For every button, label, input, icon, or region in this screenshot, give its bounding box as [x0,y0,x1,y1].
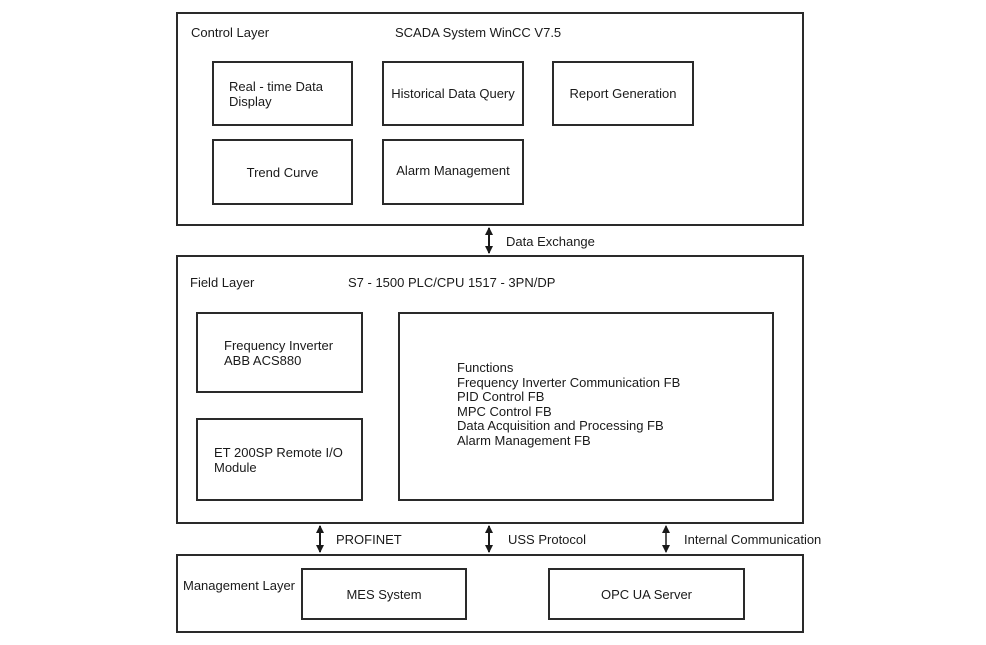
historical-data-query-box: Historical Data Query [382,61,524,126]
trend-curve-box: Trend Curve [212,139,353,205]
field-layer-title: S7 - 1500 PLC/CPU 1517 - 3PN/DP [348,275,556,290]
data-exchange-label: Data Exchange [506,234,595,249]
functions-list: Functions Frequency Inverter Communicati… [457,360,681,448]
internal-communication-label: Internal Communication [684,532,822,547]
uss-protocol-label: USS Protocol [508,532,587,547]
frequency-inverter-box: Frequency Inverter ABB ACS880 [196,312,363,393]
management-layer-label: Management Layer [183,578,296,593]
mes-system-box: MES System [301,568,467,620]
field-layer-label: Field Layer [190,275,255,290]
functions-box [398,312,774,501]
et200sp-module-box: ET 200SP Remote I/O Module [196,418,363,501]
control-layer-title: SCADA System WinCC V7.5 [395,25,562,40]
profinet-label: PROFINET [336,532,402,547]
opc-ua-server-box: OPC UA Server [548,568,745,620]
alarm-management-box: Alarm Management [382,139,524,205]
control-layer-label: Control Layer [191,25,270,40]
realtime-data-display-box: Real - time Data Display [212,61,353,126]
report-generation-box: Report Generation [552,61,694,126]
